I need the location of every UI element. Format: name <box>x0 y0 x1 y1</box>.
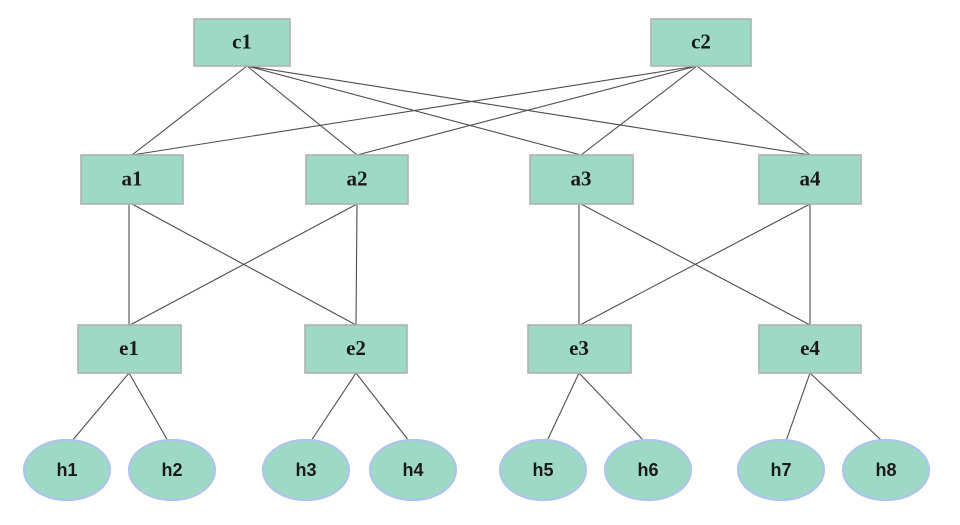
node-h3-label: h3 <box>295 460 316 480</box>
node-h3[interactable]: h3 <box>261 438 351 502</box>
node-c2-shape[interactable] <box>650 18 752 67</box>
node-a4-label: a4 <box>800 166 822 190</box>
edge-e3-h6 <box>578 372 645 442</box>
node-e3-shape[interactable] <box>527 324 632 374</box>
node-a3-label: a3 <box>571 166 592 190</box>
node-a1-label: a1 <box>122 166 143 190</box>
node-e2-label: e2 <box>346 336 366 360</box>
edge-c2-a2 <box>356 65 698 156</box>
node-h7[interactable]: h7 <box>736 438 826 502</box>
node-c1[interactable]: c1 <box>193 18 291 67</box>
node-h5-shape[interactable] <box>498 438 588 502</box>
edge-a2-e2 <box>355 203 358 326</box>
edge-e2-h4 <box>355 372 410 442</box>
node-h3-shape[interactable] <box>261 438 351 502</box>
node-a3-shape[interactable] <box>529 154 634 205</box>
node-h6-label: h6 <box>637 460 658 480</box>
node-h8[interactable]: h8 <box>841 438 931 502</box>
edge-a2-e1 <box>129 203 358 326</box>
edges-group <box>71 65 883 442</box>
node-h7-label: h7 <box>770 460 791 480</box>
node-h2-label: h2 <box>161 460 182 480</box>
node-h6-shape[interactable] <box>603 438 693 502</box>
node-e4-label: e4 <box>800 336 820 360</box>
node-e3-label: e3 <box>569 336 589 360</box>
node-h8-shape[interactable] <box>841 438 931 502</box>
node-h2-shape[interactable] <box>127 438 217 502</box>
node-h7-shape[interactable] <box>736 438 826 502</box>
node-c2-label: c2 <box>691 29 711 53</box>
node-a1-shape[interactable] <box>80 154 184 205</box>
node-h6[interactable]: h6 <box>603 438 693 502</box>
node-a2-shape[interactable] <box>305 154 409 205</box>
edge-e1-h1 <box>71 372 130 442</box>
node-a4-shape[interactable] <box>758 154 862 205</box>
edge-c2-a3 <box>580 65 698 156</box>
node-c1-label: c1 <box>232 29 252 53</box>
node-a2[interactable]: a2 <box>305 154 409 205</box>
edge-e2-h3 <box>310 372 357 442</box>
node-e1[interactable]: e1 <box>77 324 182 374</box>
node-a2-label: a2 <box>347 166 368 190</box>
node-c1-shape[interactable] <box>193 18 291 67</box>
node-a1[interactable]: a1 <box>80 154 184 205</box>
node-a4[interactable]: a4 <box>758 154 862 205</box>
edge-a4-e3 <box>579 203 811 326</box>
edge-c1-a1 <box>131 65 248 156</box>
node-e4[interactable]: e4 <box>758 324 862 374</box>
nodes-group: c1 c2 a1 a2 a3 a4 e1 e2 e3 e4 h1 h2 h3 h4 h5 h6 h7 h8 <box>22 18 931 502</box>
node-h5-label: h5 <box>532 460 553 480</box>
node-e4-shape[interactable] <box>758 324 862 374</box>
node-h2[interactable]: h2 <box>127 438 217 502</box>
edge-e3-h5 <box>546 372 580 442</box>
node-h4-label: h4 <box>402 460 423 480</box>
edge-c1-a2 <box>246 65 358 156</box>
edge-c2-a1 <box>131 65 698 156</box>
edge-e1-h2 <box>128 372 169 442</box>
node-h4[interactable]: h4 <box>368 438 458 502</box>
node-e3[interactable]: e3 <box>527 324 632 374</box>
node-e2-shape[interactable] <box>304 324 408 374</box>
node-h1-shape[interactable] <box>22 438 112 502</box>
node-e2[interactable]: e2 <box>304 324 408 374</box>
node-h5[interactable]: h5 <box>498 438 588 502</box>
node-h8-label: h8 <box>875 460 896 480</box>
node-c2[interactable]: c2 <box>650 18 752 67</box>
edge-e4-h8 <box>809 372 883 442</box>
node-h1[interactable]: h1 <box>22 438 112 502</box>
node-h4-shape[interactable] <box>368 438 458 502</box>
edge-e4-h7 <box>785 372 811 442</box>
node-e1-shape[interactable] <box>77 324 182 374</box>
node-h1-label: h1 <box>56 460 77 480</box>
edge-c2-a4 <box>696 65 811 156</box>
node-a3[interactable]: a3 <box>529 154 634 205</box>
node-e1-label: e1 <box>119 336 139 360</box>
